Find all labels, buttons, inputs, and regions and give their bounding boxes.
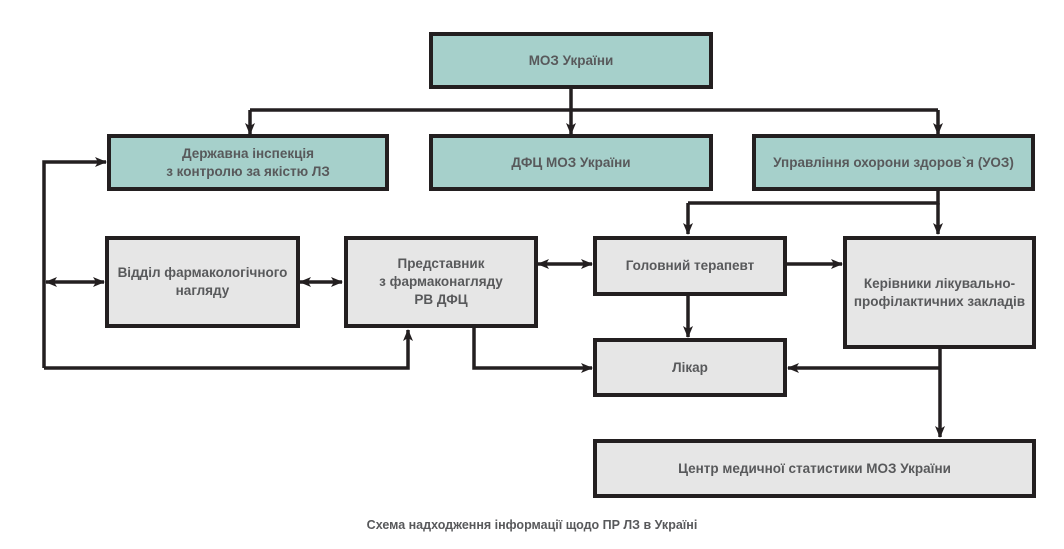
node-facility-heads-label: Керівники лікувально- профілактичних зак…	[853, 275, 1026, 309]
node-representative-label: Представник з фармаконагляду РВ ДФЦ	[379, 256, 503, 307]
node-uoz: Управління охорони здоров`я (УОЗ)	[752, 134, 1035, 191]
node-doctor: Лікар	[593, 338, 787, 397]
node-facility-heads: Керівники лікувально- профілактичних зак…	[843, 236, 1036, 349]
node-chief-therapist-label: Головний терапевт	[625, 258, 755, 273]
node-representative: Представник з фармаконагляду РВ ДФЦ	[344, 236, 538, 328]
node-dfc-label: ДФЦ МОЗ України	[511, 154, 631, 170]
edge-representative-to-doctor	[472, 327, 593, 373]
node-moz: МОЗ України	[429, 32, 713, 89]
node-state-inspection-label: Державна інспекція з контролю за якістю …	[166, 145, 330, 179]
edge-uoz-trunk	[688, 191, 940, 205]
node-doctor-label: Лікар	[672, 359, 708, 375]
node-moz-label: МОЗ України	[528, 52, 614, 68]
edge-loop-to-representative	[44, 329, 413, 370]
node-stats-center-label: Центр медичної статистики МОЗ України	[678, 460, 951, 476]
node-state-inspection: Державна інспекція з контролю за якістю …	[107, 134, 389, 191]
node-pharmacology-dept-label: Відділ фармакологічного нагляду	[117, 265, 288, 298]
diagram-caption: Схема надходження інформації щодо ПР ЛЗ …	[366, 518, 698, 532]
node-dfc: ДФЦ МОЗ України	[429, 134, 713, 191]
node-chief-therapist: Головний терапевт	[593, 236, 787, 296]
node-pharmacology-dept: Відділ фармакологічного нагляду	[105, 236, 300, 328]
node-stats-center: Центр медичної статистики МОЗ України	[593, 439, 1036, 498]
edge-loop-to-state-inspection	[42, 157, 107, 368]
node-uoz-label: Управління охорони здоров`я (УОЗ)	[773, 154, 1014, 170]
